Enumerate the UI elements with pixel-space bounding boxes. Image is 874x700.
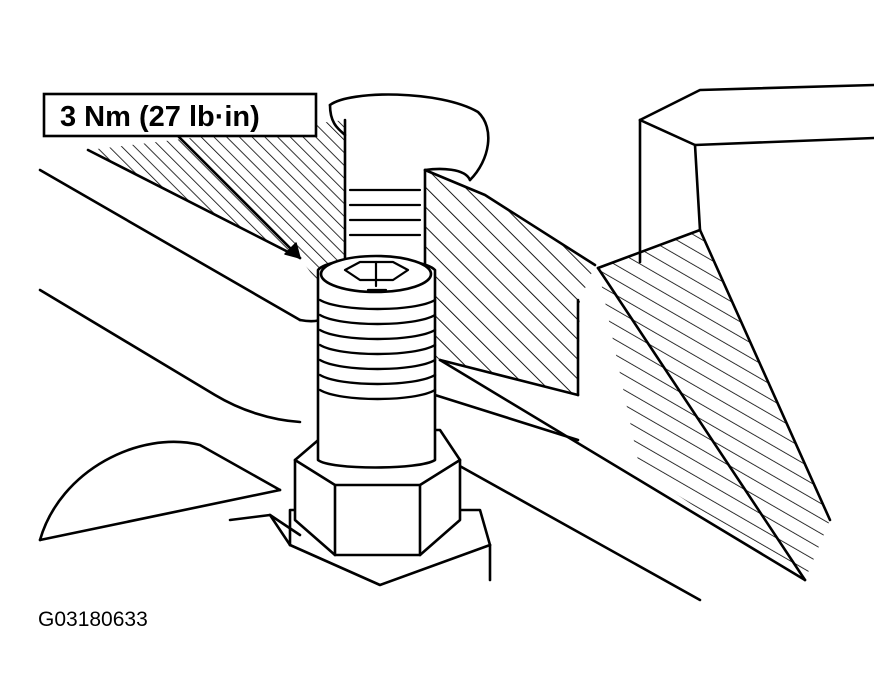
- housing-section-left: [86, 120, 345, 320]
- threaded-plug: [316, 254, 437, 469]
- hex-socket-icon: [343, 260, 410, 292]
- callout-leader: [176, 134, 302, 260]
- torque-callout: 3 Nm (27 lb·in): [42, 92, 318, 138]
- figure-id: G03180633: [38, 608, 148, 631]
- torque-label: 3 Nm (27 lb·in): [60, 101, 260, 133]
- lever-arm: [38, 440, 302, 547]
- housing-section-right: [423, 168, 597, 397]
- cover-plate: [596, 83, 874, 270]
- ribbed-flange: [596, 228, 832, 582]
